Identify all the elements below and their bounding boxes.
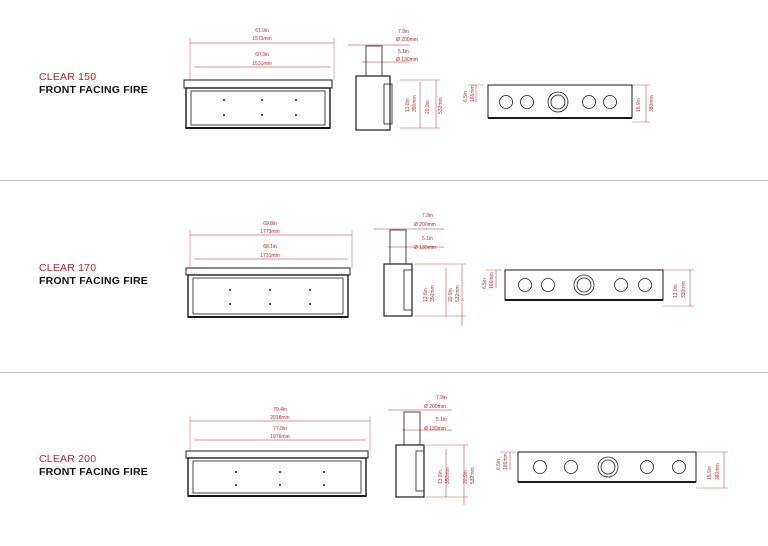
dim-flue-mm: Ø 200mm xyxy=(396,37,418,43)
dim-h1-mm: 350mm xyxy=(412,95,418,112)
dim-h2-in: 20.9in xyxy=(425,100,431,114)
dim-h1-in: 13.8in xyxy=(405,98,411,112)
dim-h1-in: 13.8in xyxy=(438,470,444,484)
dim-top-right-mm: 380mm xyxy=(649,95,655,112)
side-view xyxy=(374,228,466,326)
model-name: CLEAR 170 xyxy=(39,262,97,274)
dim-overall-in: 79.4in xyxy=(273,407,287,413)
dim-h1-in: 13.8in xyxy=(423,288,429,302)
dim-h2-mm: 532mm xyxy=(455,285,461,302)
dim-top-left-mm: 166mm xyxy=(489,272,495,289)
dim-top-left-mm: 166mm xyxy=(503,453,509,470)
dim-inner-mm: 1731mm xyxy=(260,253,279,259)
dim-overall-in: 61.9in xyxy=(255,28,269,34)
dim-h1-mm: 350mm xyxy=(445,467,451,484)
top-view xyxy=(486,269,694,307)
front-view xyxy=(183,38,335,129)
dim-top-right-in: 15.9in xyxy=(707,466,713,480)
model-subtitle: FRONT FACING FIRE xyxy=(39,275,148,287)
dim-flue-in: 7.9in xyxy=(398,29,409,35)
model-subtitle: FRONT FACING FIRE xyxy=(39,466,148,478)
dim-liner-mm: Ø 130mm xyxy=(424,426,446,432)
model-label-clear-150: CLEAR 150 FRONT FACING FIRE xyxy=(39,71,148,97)
dim-top-left-in: 6.5in xyxy=(496,459,502,470)
side-view xyxy=(348,44,440,131)
dim-top-right-in: 13.0in xyxy=(673,284,679,298)
model-name: CLEAR 200 xyxy=(39,453,97,465)
front-view xyxy=(185,230,353,318)
dim-top-right-mm: 330mm xyxy=(681,281,687,298)
dim-liner-mm: Ø 130mm xyxy=(396,57,418,63)
dim-top-left-mm: 166mm xyxy=(470,85,476,102)
dim-inner-mm: 1531mm xyxy=(252,61,271,67)
dim-h2-mm: 532mm xyxy=(470,467,476,484)
dim-liner-mm: Ø 130mm xyxy=(414,245,436,251)
dim-flue-mm: Ø 200mm xyxy=(424,404,446,410)
dim-flue-in: 7.9in xyxy=(436,395,447,401)
dim-overall-in: 69.8in xyxy=(263,221,277,227)
dim-h2-mm: 532mm xyxy=(438,97,444,114)
dim-flue-mm: Ø 200mm xyxy=(414,222,436,228)
front-view xyxy=(185,416,371,497)
dim-inner-in: 60.3in xyxy=(255,52,269,58)
model-label-clear-200: CLEAR 200 FRONT FACING FIRE xyxy=(39,453,148,479)
dim-h2-in: 20.9in xyxy=(448,288,454,302)
model-name: CLEAR 150 xyxy=(39,71,97,83)
dim-inner-mm: 1976mm xyxy=(270,434,289,440)
top-view xyxy=(500,451,728,489)
dim-top-left-in: 6.5in xyxy=(482,278,488,289)
dim-inner-in: 77.8in xyxy=(273,426,287,432)
dim-top-left-in: 6.5in xyxy=(463,91,469,102)
dim-overall-mm: 1573mm xyxy=(252,36,271,42)
dim-top-right-mm: 380mm xyxy=(715,463,721,480)
section-divider-2 xyxy=(0,372,768,373)
dim-liner-in: 5.1in xyxy=(398,49,409,55)
side-view xyxy=(388,409,468,505)
model-subtitle: FRONT FACING FIRE xyxy=(39,84,148,96)
dim-liner-in: 5.1in xyxy=(436,417,447,423)
dim-inner-in: 68.1in xyxy=(263,244,277,250)
section-divider-1 xyxy=(0,180,768,181)
dim-top-right-in: 15.9in xyxy=(636,98,642,112)
dim-flue-in: 7.9in xyxy=(422,213,433,219)
dim-liner-in: 5.1in xyxy=(422,236,433,242)
dim-overall-mm: 1773mm xyxy=(260,229,279,235)
dim-overall-mm: 2018mm xyxy=(270,415,289,421)
dim-h1-mm: 350mm xyxy=(430,285,436,302)
top-view xyxy=(468,84,650,123)
dim-h2-in: 20.9in xyxy=(463,470,469,484)
model-label-clear-170: CLEAR 170 FRONT FACING FIRE xyxy=(39,262,148,288)
